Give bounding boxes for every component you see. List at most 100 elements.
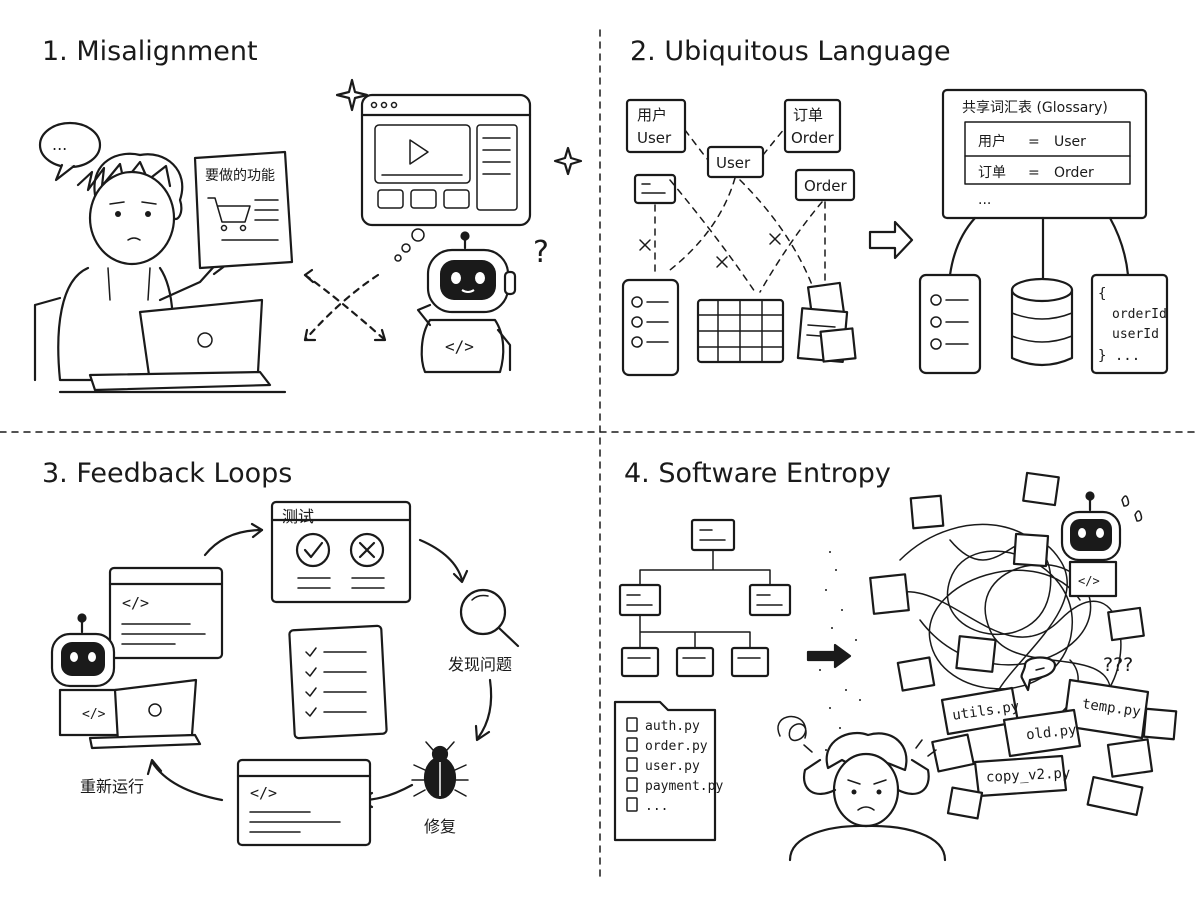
glossary-row-zh: 订单 <box>978 165 1006 181</box>
tangled-arrows <box>639 127 826 293</box>
pointing-arm <box>158 260 220 302</box>
panel-3-title: 3. Feedback Loops <box>42 458 292 489</box>
panel-3-feedback-loops: 测试 发现问题 <box>50 500 520 847</box>
file-item: payment.py <box>626 777 723 794</box>
developer-person <box>33 152 232 382</box>
play-icon <box>409 139 429 165</box>
magnifier-icon <box>459 588 520 648</box>
phone-list-aligned <box>918 273 982 375</box>
sparkle-icon <box>553 146 583 176</box>
glossary-row-eq: = <box>1028 134 1040 150</box>
json-close: } ... <box>1098 348 1140 364</box>
shopping-cart-icon <box>207 197 251 223</box>
glossary-row-eq: = <box>1028 165 1040 181</box>
file-icon <box>626 757 638 772</box>
term-box-order-mid: Order <box>794 168 856 202</box>
term-user-mid: User <box>716 154 751 172</box>
stress-lines-icon <box>803 739 937 757</box>
glossary-row-zh: 用户 <box>978 133 1006 150</box>
code-icon: </> <box>250 784 277 802</box>
checklist <box>288 624 388 740</box>
term-box-order: 订单 Order <box>783 98 842 154</box>
term-user-zh: 用户 <box>637 106 667 124</box>
term-box-user-mid: User <box>706 145 765 179</box>
messy-file-name: copy_v2.py <box>986 765 1071 785</box>
stressed-developer <box>777 715 947 862</box>
term-order-en: Order <box>791 129 834 147</box>
file-item: order.py <box>626 737 708 754</box>
debris-pile <box>931 707 1178 820</box>
file-name: auth.py <box>645 719 700 734</box>
messy-file-card: utils.py <box>940 686 1020 736</box>
panel-1-misalignment: ... 要做的功能 <box>33 78 583 394</box>
file-list-folder: auth.py order.py user.py payment.py ... <box>613 700 723 842</box>
laptop-logo-icon <box>197 332 213 348</box>
code-window-bottom: </> <box>236 758 372 847</box>
code-icon: </> <box>1078 574 1100 588</box>
test-label: 测试 <box>282 507 314 526</box>
rerun-label: 重新运行 <box>80 777 144 796</box>
json-open: { <box>1098 286 1106 302</box>
file-name: order.py <box>645 739 708 754</box>
speech-bubble-icon <box>1020 656 1057 692</box>
glossary-more: ... <box>978 192 991 208</box>
term-order-zh: 订单 <box>793 106 823 124</box>
robot-thought-ui-mockup <box>360 93 532 262</box>
messy-file-name: old.py <box>1025 722 1077 743</box>
small-term-box <box>633 173 677 205</box>
glossary-row-en: User <box>1054 134 1086 150</box>
file-icon <box>626 797 638 812</box>
term-order-mid: Order <box>804 177 847 195</box>
find-issue-label: 发现问题 <box>448 655 512 674</box>
term-user-en: User <box>637 129 672 147</box>
stressed-robot: </> <box>1060 491 1143 598</box>
file-name: ... <box>645 799 668 814</box>
glossary-connectors <box>948 216 1130 282</box>
file-icon <box>626 717 638 732</box>
json-card: { orderId userId } ... <box>1090 273 1169 375</box>
stress-scribble-icon <box>777 715 807 742</box>
crossed-arrows <box>303 268 387 342</box>
hair <box>93 152 184 221</box>
hair-spikes <box>76 160 172 192</box>
transform-arrow-icon <box>868 220 914 260</box>
bug-icon <box>411 741 469 800</box>
tangled-code-mess <box>869 471 1145 729</box>
code-icon: </> <box>82 707 106 722</box>
term-box-user: 用户 User <box>625 98 687 154</box>
decay-arrow-icon <box>806 643 852 669</box>
x-circle-icon <box>349 532 385 568</box>
code-icon: </> <box>122 594 149 612</box>
chair <box>33 296 62 382</box>
data-table <box>696 298 785 364</box>
clean-tree-diagram <box>618 518 792 678</box>
file-item: user.py <box>626 757 700 774</box>
scattered-notes <box>796 281 857 364</box>
sweat-drops-icon <box>1121 495 1143 522</box>
confused-marks: ??? <box>1103 654 1133 676</box>
speech-bubble: ... <box>38 121 102 182</box>
file-name: payment.py <box>645 779 723 794</box>
panel-2-ubiquitous-language: 用户 User 订单 Order User Order <box>621 88 1169 377</box>
messy-file-card: copy_v2.py <box>973 754 1071 798</box>
messy-file-card: old.py <box>1002 708 1082 758</box>
code-window-top: </> <box>108 566 224 660</box>
glossary-board: 共享词汇表 (Glossary) 用户 = User 订单 = Order ..… <box>941 88 1148 220</box>
panel-2-title: 2. Ubiquitous Language <box>630 36 951 67</box>
file-item: ... <box>626 797 668 814</box>
robot-body <box>420 318 505 374</box>
file-icon <box>626 777 638 792</box>
laptop <box>58 298 287 394</box>
spec-title: 要做的功能 <box>205 168 275 184</box>
panel-1-title: 1. Misalignment <box>42 36 258 67</box>
cross-mark-icon <box>716 256 728 268</box>
question-mark: ? <box>533 235 549 270</box>
robot-with-laptop: </> <box>50 613 202 750</box>
glossary-row-en: Order <box>1054 165 1094 181</box>
robot: </> ? <box>416 231 549 374</box>
phone-list <box>621 278 680 377</box>
panel-4-title: 4. Software Entropy <box>624 458 891 489</box>
code-icon: </> <box>445 337 474 356</box>
fix-label: 修复 <box>424 817 456 836</box>
